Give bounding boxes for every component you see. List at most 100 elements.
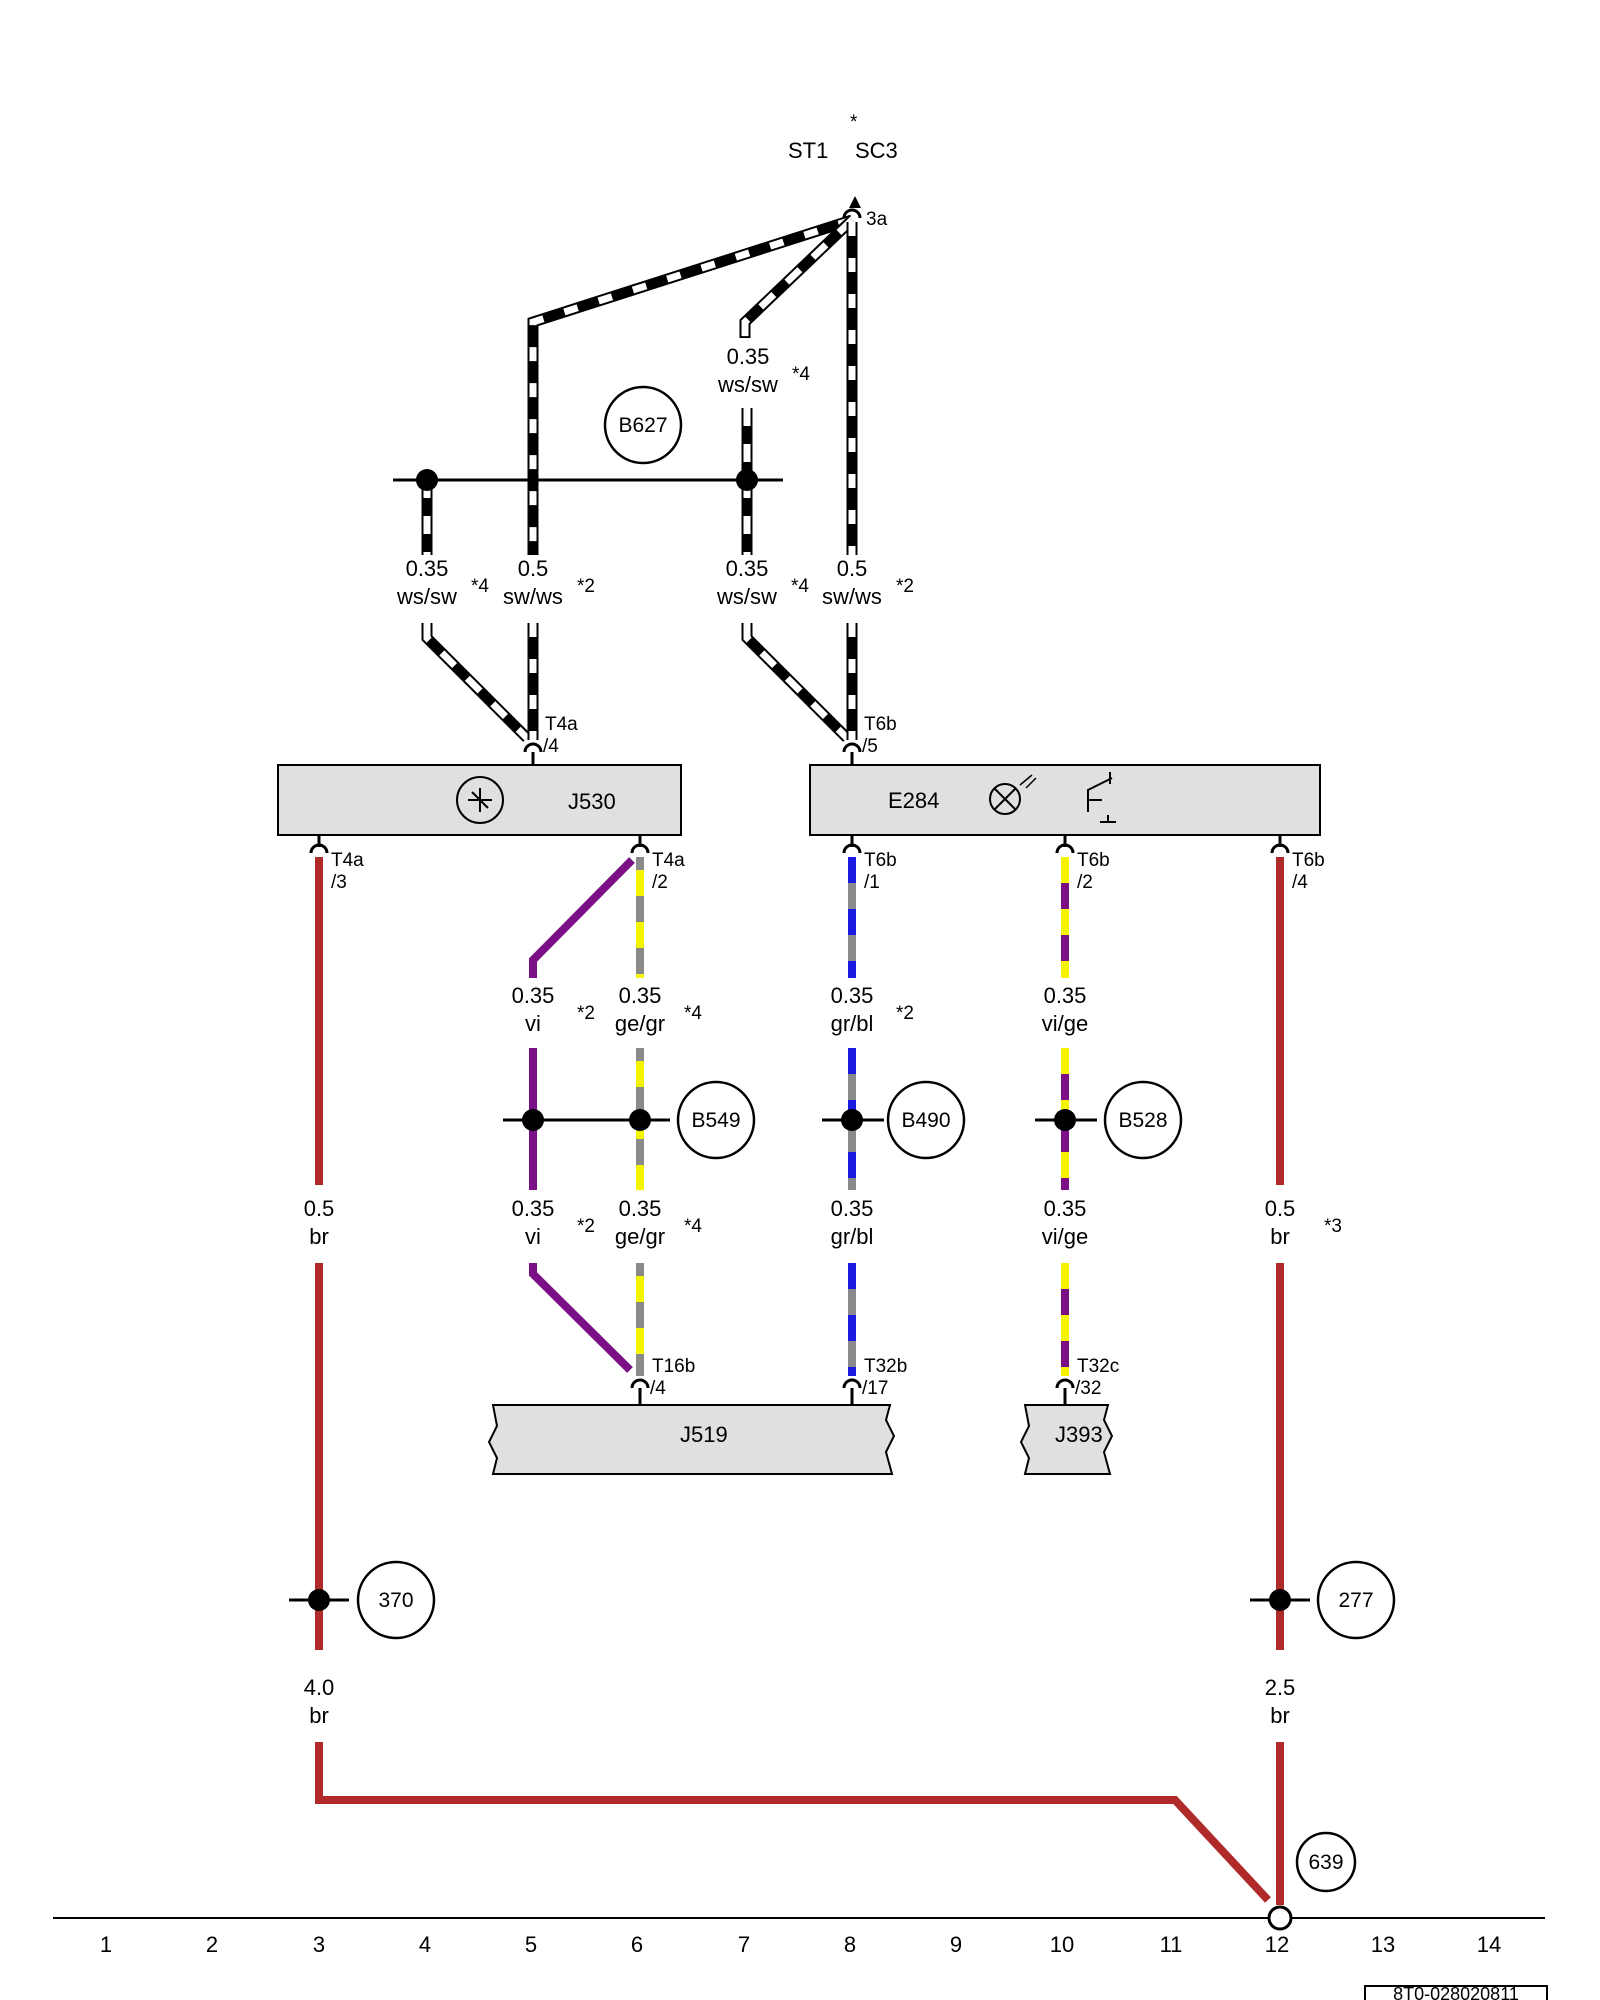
svg-text:B490: B490 xyxy=(901,1109,950,1132)
svg-text:*2: *2 xyxy=(577,576,595,597)
svg-text:vi/ge: vi/ge xyxy=(1042,1011,1088,1036)
svg-text:/5: /5 xyxy=(862,736,878,757)
svg-text:4.0: 4.0 xyxy=(304,1675,335,1700)
svg-text:370: 370 xyxy=(378,1589,413,1612)
splice-node-b528 xyxy=(1054,1109,1076,1131)
svg-text:*4: *4 xyxy=(471,576,489,597)
grid-numbers: 1 2 3 4 5 6 7 8 9 10 11 12 13 14 xyxy=(100,1932,1501,1957)
label-b-br: 0.5 br xyxy=(300,1190,340,1250)
grid-number: 11 xyxy=(1160,1932,1183,1957)
splice-b627: B627 xyxy=(603,385,683,465)
svg-text:vi/ge: vi/ge xyxy=(1042,1224,1088,1249)
component-e284: E284 xyxy=(809,764,1321,836)
svg-text:J519: J519 xyxy=(680,1422,728,1447)
wire-ws-sw-top-diag xyxy=(739,216,856,338)
svg-text:ge/gr: ge/gr xyxy=(615,1224,665,1249)
svg-text:B528: B528 xyxy=(1118,1109,1167,1132)
component-j530: J530 xyxy=(277,764,682,836)
svg-text:ws/sw: ws/sw xyxy=(396,584,457,609)
grid-number: 5 xyxy=(525,1932,537,1957)
connector-t32b-17: T32b /17 xyxy=(842,1356,907,1405)
grid-number: 14 xyxy=(1477,1932,1501,1957)
svg-text:2.5: 2.5 xyxy=(1265,1675,1296,1700)
svg-text:br: br xyxy=(309,1703,329,1728)
svg-text:vi: vi xyxy=(525,1224,541,1249)
splice-node-b627-left xyxy=(416,469,438,491)
component-j393: J393 xyxy=(1019,1404,1114,1475)
svg-text:0.35: 0.35 xyxy=(619,1196,662,1221)
svg-text:0.5: 0.5 xyxy=(304,1196,335,1221)
grid-number: 12 xyxy=(1265,1932,1289,1957)
svg-text:T4a: T4a xyxy=(652,850,685,871)
svg-text:T4a: T4a xyxy=(545,714,578,735)
svg-text:T4a: T4a xyxy=(331,850,364,871)
fuse-star: * xyxy=(850,112,858,133)
splice-b528: B528 xyxy=(1103,1080,1183,1160)
svg-text:/3: /3 xyxy=(331,872,347,893)
svg-text:*4: *4 xyxy=(792,364,810,385)
label-l4: 0.5 sw/ws *2 xyxy=(822,556,914,609)
svg-text:br: br xyxy=(309,1224,329,1249)
label-l3: 0.35 ws/sw *4 xyxy=(716,556,809,609)
svg-text:0.35: 0.35 xyxy=(1044,983,1087,1008)
svg-text:*4: *4 xyxy=(791,576,809,597)
grid-number: 13 xyxy=(1371,1932,1395,1957)
svg-text:*3: *3 xyxy=(1324,1216,1342,1237)
svg-text:T6b: T6b xyxy=(1292,850,1325,871)
svg-text:0.5: 0.5 xyxy=(518,556,549,581)
svg-text:/4: /4 xyxy=(543,736,559,757)
splice-node-b627-right xyxy=(736,469,758,491)
label-l2: 0.5 sw/ws *2 xyxy=(503,556,595,609)
grid-number: 2 xyxy=(206,1932,218,1957)
svg-text:0.35: 0.35 xyxy=(831,1196,874,1221)
label-b-vige: 0.35 vi/ge xyxy=(1042,1196,1088,1249)
label-m-grbl: 0.35 gr/bl *2 xyxy=(831,983,914,1036)
grid-number: 6 xyxy=(631,1932,643,1957)
svg-text:vi: vi xyxy=(525,1011,541,1036)
svg-text:B549: B549 xyxy=(691,1109,740,1132)
svg-text:639: 639 xyxy=(1308,1851,1343,1874)
svg-text:8T0-028020811: 8T0-028020811 xyxy=(1393,1984,1519,2000)
connector-t6b-2: T6b /2 xyxy=(1055,835,1110,893)
svg-text:/2: /2 xyxy=(652,872,668,893)
svg-text:/4: /4 xyxy=(1292,872,1308,893)
svg-text:0.35: 0.35 xyxy=(512,1196,555,1221)
svg-text:0.35: 0.35 xyxy=(726,556,769,581)
ground-point-639: 639 xyxy=(1295,1831,1357,1893)
svg-text:gr/bl: gr/bl xyxy=(831,1224,874,1249)
label-l1: 0.35 ws/sw *4 xyxy=(396,556,489,609)
switch-icon xyxy=(1087,772,1116,823)
ground-node-370 xyxy=(308,1589,330,1611)
label-b-grbl: 0.35 gr/bl xyxy=(831,1196,874,1249)
grid-number: 4 xyxy=(419,1932,431,1957)
svg-text:*4: *4 xyxy=(684,1216,702,1237)
splice-node-b549-gegr xyxy=(629,1109,651,1131)
label-m-vige: 0.35 vi/ge xyxy=(1042,983,1088,1036)
wire-ws-sw-to-t6b5 xyxy=(741,623,851,742)
connector-t4a-3: T4a /3 xyxy=(309,835,364,893)
label-m-gegr: 0.35 ge/gr *4 xyxy=(615,983,702,1036)
svg-text:*2: *2 xyxy=(896,576,914,597)
svg-text:T6b: T6b xyxy=(864,714,897,735)
label-top-ws-sw: 0.35 ws/sw *4 xyxy=(717,344,810,397)
svg-text:sw/ws: sw/ws xyxy=(822,584,882,609)
ground-node-277 xyxy=(1269,1589,1291,1611)
svg-text:0.35: 0.35 xyxy=(406,556,449,581)
label-b-br2: 0.5 br *3 xyxy=(1261,1190,1342,1250)
label-g-left: 4.0 br xyxy=(296,1668,342,1728)
svg-text:/4: /4 xyxy=(650,1378,666,1399)
component-j519: J519 xyxy=(487,1404,896,1475)
svg-text:T32b: T32b xyxy=(864,1356,907,1377)
doc-reference: 8T0-028020811 xyxy=(1364,1984,1548,2000)
wire-vi-upper xyxy=(529,857,635,978)
svg-text:0.5: 0.5 xyxy=(837,556,868,581)
connector-t6b-1: T6b /1 xyxy=(842,835,897,893)
svg-text:*4: *4 xyxy=(684,1003,702,1024)
svg-text:0.5: 0.5 xyxy=(1265,1196,1296,1221)
svg-text:br: br xyxy=(1270,1703,1290,1728)
svg-text:J393: J393 xyxy=(1055,1422,1103,1447)
wire-ws-sw-to-t4a4 xyxy=(421,623,531,742)
svg-text:*2: *2 xyxy=(896,1003,914,1024)
svg-text:J530: J530 xyxy=(568,789,616,814)
